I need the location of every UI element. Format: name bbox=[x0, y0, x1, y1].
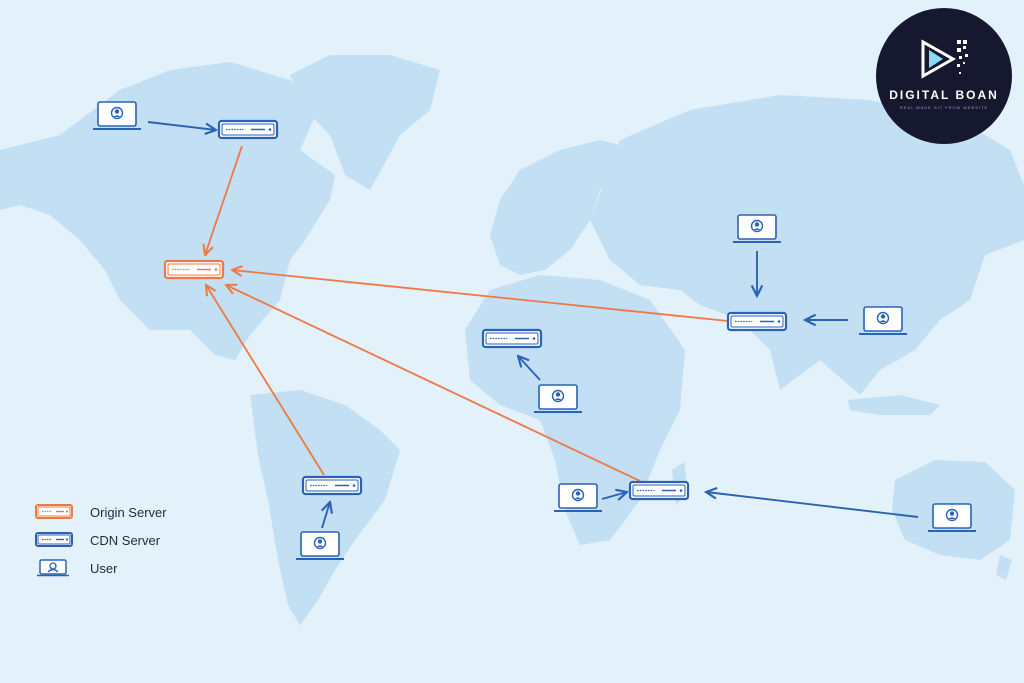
origin-server-icon bbox=[163, 259, 225, 280]
island-new-zealand bbox=[996, 555, 1012, 580]
link-cdn-southern-africa-to-origin-server bbox=[226, 285, 641, 482]
link-user-south-america-to-cdn-south-america bbox=[322, 502, 330, 529]
legend-item-user: User bbox=[34, 554, 167, 582]
play-logo-icon bbox=[921, 39, 968, 79]
origin-server-icon bbox=[35, 504, 73, 519]
user-east-asia-laptop-icon bbox=[859, 306, 907, 335]
cdn-server-icon bbox=[35, 532, 73, 547]
legend-label-user: User bbox=[90, 560, 118, 576]
link-cdn-asia-to-origin-server bbox=[232, 270, 729, 322]
continent-north-america bbox=[0, 62, 335, 360]
link-user-west-africa-to-cdn-west-africa bbox=[518, 356, 541, 381]
continent-europe bbox=[490, 140, 640, 275]
continent-asia bbox=[590, 95, 1024, 395]
legend-item-cdn: CDN Server bbox=[34, 526, 167, 554]
network-nodes bbox=[93, 101, 976, 560]
user-laptop-icon bbox=[37, 559, 69, 577]
link-user-north-america-to-cdn-north-america bbox=[147, 121, 216, 130]
island-japan bbox=[952, 232, 972, 285]
cdn-southern-africa-icon bbox=[628, 480, 690, 501]
legend-label-cdn: CDN Server bbox=[90, 532, 161, 548]
user-southern-africa-laptop-icon bbox=[554, 483, 602, 512]
island-uk bbox=[498, 208, 515, 235]
cdn-asia-icon bbox=[726, 311, 788, 332]
user-west-africa-laptop-icon bbox=[534, 384, 582, 413]
legend: Origin Server CDN Server User bbox=[34, 498, 167, 582]
link-user-southern-africa-to-cdn-southern-africa bbox=[601, 492, 627, 499]
legend-item-origin: Origin Server bbox=[34, 498, 167, 526]
logo-name: DIGITAL BOAN bbox=[889, 88, 999, 102]
island-indonesia bbox=[848, 395, 940, 415]
user-north-america-laptop-icon bbox=[93, 101, 141, 130]
link-cdn-north-america-to-origin-server bbox=[205, 145, 243, 255]
link-user-australia-to-cdn-southern-africa bbox=[706, 492, 919, 518]
user-south-america-laptop-icon bbox=[296, 531, 344, 560]
cdn-south-america-icon bbox=[301, 475, 363, 496]
continent-south-america bbox=[250, 390, 400, 625]
user-central-asia-laptop-icon bbox=[733, 214, 781, 243]
brand-logo: DIGITAL BOAN REAL MADE SIT FROM WEBSITE bbox=[876, 8, 1012, 144]
user-australia-laptop-icon bbox=[928, 503, 976, 532]
network-links bbox=[147, 121, 919, 529]
logo-tagline: REAL MADE SIT FROM WEBSITE bbox=[899, 105, 989, 110]
link-cdn-south-america-to-origin-server bbox=[206, 285, 325, 476]
cdn-west-africa-icon bbox=[481, 328, 543, 349]
cdn-north-america-icon bbox=[217, 119, 279, 140]
legend-label-origin: Origin Server bbox=[90, 504, 167, 520]
continent-greenland bbox=[290, 55, 440, 190]
